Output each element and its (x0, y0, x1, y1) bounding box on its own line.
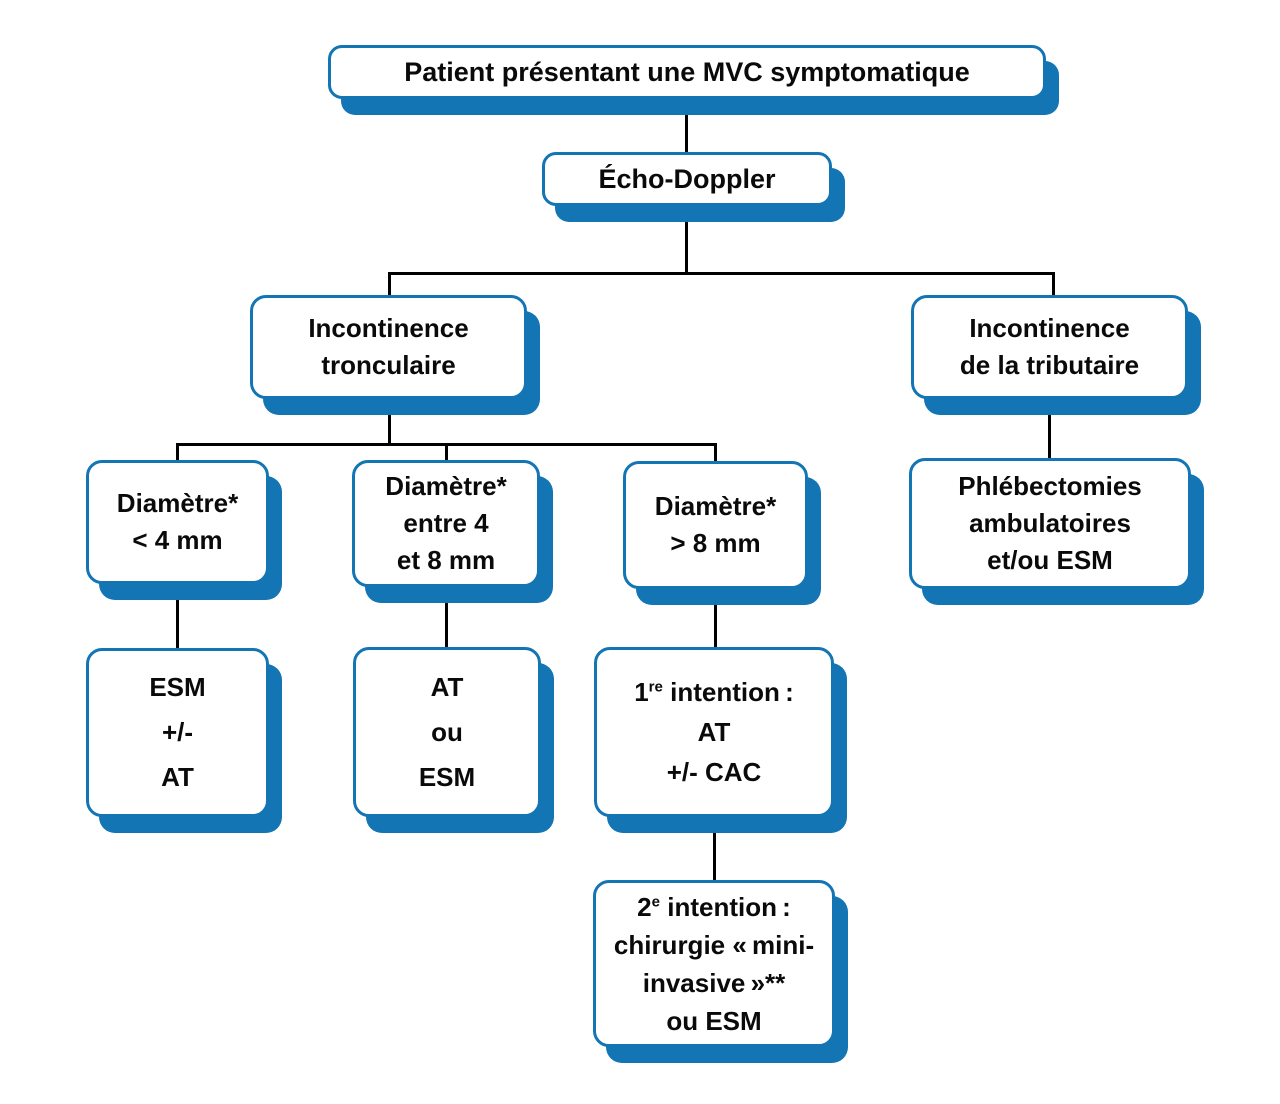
node-at-esm: AT ou ESM (353, 647, 541, 817)
node-second-intention: 2e intention : chirurgie « mini- invasiv… (593, 880, 835, 1047)
connector-tributary-phleb (1048, 393, 1051, 463)
ordinal-sup: re (648, 678, 663, 696)
node-diameter-lt-4mm: Diamètre* < 4 mm (86, 460, 269, 584)
connector-4-8-at (445, 580, 448, 655)
connector-patient-echo (685, 90, 688, 160)
node-text: AT (697, 717, 731, 747)
node-phlebectomies: Phlébectomies ambulatoires et/ou ESM (909, 458, 1191, 589)
node-text: AT (430, 671, 464, 702)
connector-lt4-esm (176, 578, 179, 656)
node-esm-at: ESM +/- AT (86, 648, 269, 817)
connector-gt8-first (714, 583, 717, 655)
node-text: Phlébectomies (958, 471, 1142, 501)
ordinal-base: 2 (637, 891, 652, 922)
connector-to-truncal (388, 272, 391, 302)
node-text: ou ESM (666, 1005, 762, 1036)
connector-to-tributary (1052, 272, 1055, 302)
connector-to-diameter-4-8 (445, 443, 448, 468)
node-text: Patient présentant une MVC symptomatique (404, 56, 970, 87)
node-text: ambulatoires (969, 508, 1131, 538)
connector-truncal-split (388, 393, 391, 445)
ordinal-rest: intention : (660, 891, 791, 922)
ordinal-rest: intention : (662, 677, 794, 707)
connector-to-diameter-lt4 (176, 443, 179, 468)
ordinal-sup: e (651, 892, 660, 910)
node-text: Diamètre* (385, 471, 507, 501)
connector-echo-split (685, 198, 688, 275)
node-text: de la tributaire (959, 350, 1140, 380)
node-text: AT (161, 762, 194, 792)
node-text: +/- (161, 717, 194, 747)
node-text: 1re intention : (634, 672, 794, 712)
node-diameter-4-to-8mm: Diamètre* entre 4 et 8 mm (352, 460, 540, 587)
node-diameter-gt-8mm: Diamètre* > 8 mm (623, 461, 808, 589)
node-text: chirurgie « mini- (613, 929, 815, 960)
connector-to-diameter-gt8 (714, 443, 717, 471)
ordinal-base: 1 (634, 677, 649, 707)
node-text: et 8 mm (396, 545, 496, 575)
connector-first-second (713, 810, 716, 888)
connector-split-horizontal (388, 272, 1055, 275)
node-text: Incontinence (969, 313, 1130, 343)
node-text: Diamètre* (654, 491, 777, 521)
node-text: ou (431, 716, 463, 747)
node-text: > 8 mm (670, 528, 761, 558)
node-echo-doppler: Écho-Doppler (542, 152, 832, 206)
node-text: tronculaire (321, 350, 456, 380)
node-text: ESM (149, 672, 206, 702)
node-text: 2e intention : (637, 888, 791, 926)
node-text: invasive »** (642, 967, 786, 998)
node-patient-mvc: Patient présentant une MVC symptomatique (328, 45, 1046, 99)
node-text: +/- CAC (666, 757, 762, 787)
node-text: < 4 mm (132, 525, 223, 555)
node-text: Incontinence (308, 313, 469, 343)
node-text: entre 4 (403, 508, 489, 538)
node-first-intention: 1re intention : AT +/- CAC (594, 647, 834, 817)
node-text: Diamètre* (116, 488, 239, 518)
node-text: ESM (418, 761, 476, 792)
node-text: Écho-Doppler (598, 163, 776, 194)
node-truncal-incontinence: Incontinence tronculaire (250, 295, 527, 399)
node-text: et/ou ESM (987, 545, 1113, 575)
node-tributary-incontinence: Incontinence de la tributaire (911, 295, 1188, 399)
